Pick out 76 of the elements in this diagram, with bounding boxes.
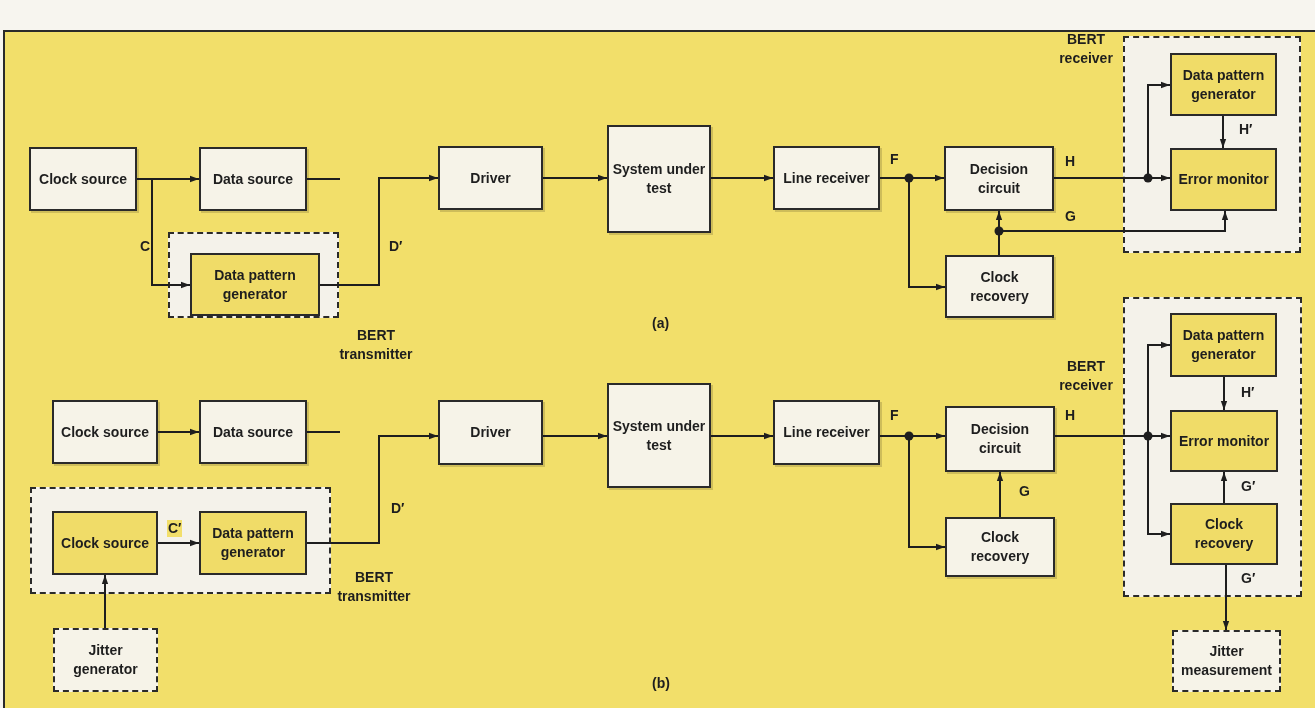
block-label: Error monitor [1177, 170, 1270, 189]
block-box [773, 146, 880, 210]
block-box [945, 255, 1054, 318]
block-label: Data pattern generator [1181, 65, 1266, 104]
block-label: Decision circuit [968, 159, 1030, 198]
block-box [199, 511, 307, 575]
arrow [1222, 564, 1230, 631]
region-label: BERT transmitter [336, 568, 412, 606]
dashed-region [1123, 297, 1302, 597]
block-box [199, 400, 307, 464]
region-label: BERT transmitter [338, 326, 414, 364]
figure-label: (b) [652, 675, 670, 691]
region-label: BERT receiver [1058, 357, 1114, 395]
arrow [542, 174, 608, 182]
arrow [1220, 376, 1228, 411]
block-label: Clock source [60, 533, 150, 553]
block-box [773, 400, 880, 465]
block-label: Data source [211, 422, 295, 442]
block-box [945, 517, 1055, 577]
figure-label: (a) [652, 315, 670, 331]
arrow [101, 574, 109, 629]
arrow [710, 432, 774, 440]
block-box [190, 253, 320, 316]
block-box [607, 125, 711, 233]
block-box [438, 146, 543, 210]
line [306, 178, 341, 180]
block-box [199, 147, 307, 211]
arrow [1220, 471, 1228, 504]
block-label: Line receiver [782, 423, 871, 442]
arrow [157, 539, 200, 547]
block-label: Decision circuit [969, 420, 1031, 458]
block-label: Data pattern generator [211, 524, 295, 562]
block-box [1170, 148, 1277, 211]
dashed-region [30, 487, 331, 594]
arrow [996, 471, 1004, 518]
arrow [157, 428, 200, 436]
arrow [306, 432, 439, 544]
block-label: Clock source [38, 169, 128, 189]
block-box [1170, 503, 1278, 565]
block-box [944, 146, 1054, 211]
block-label: Clock recovery [969, 267, 1030, 306]
block-label: Jitter generator [72, 641, 139, 679]
block-label: Data pattern generator [1181, 326, 1266, 364]
block-label: Clock recovery [1193, 515, 1255, 553]
block-box [438, 400, 543, 465]
block-label: System under test [611, 416, 707, 455]
block-label: Driver [469, 168, 512, 188]
dashed-box [53, 628, 158, 692]
dashed-region [168, 232, 339, 318]
arrow [710, 174, 774, 182]
block-box [1170, 410, 1278, 472]
block-box [945, 406, 1055, 472]
arrow [136, 178, 191, 289]
line [306, 431, 341, 433]
block-label: Line receiver [782, 168, 871, 188]
block-label: Clock recovery [969, 528, 1031, 566]
arrow [542, 432, 608, 440]
block-box [52, 511, 158, 575]
block-box [607, 383, 711, 488]
block-label: Jitter measurement [1179, 642, 1273, 680]
region-label: BERT receiver [1058, 30, 1114, 68]
block-label: Clock source [60, 422, 150, 442]
block-label: Data pattern generator [213, 265, 297, 304]
arrow [319, 174, 439, 286]
block-box [1170, 313, 1277, 377]
block-box [52, 400, 158, 464]
block-label: Error monitor [1177, 431, 1271, 451]
dashed-box [1172, 630, 1281, 692]
arrow [1219, 115, 1227, 149]
block-label: Driver [469, 423, 512, 442]
block-box [1170, 53, 1277, 116]
dashed-region [1123, 36, 1301, 253]
block-box [29, 147, 137, 211]
edge-label: C′ [167, 520, 183, 537]
block-label: System under test [611, 160, 707, 198]
block-label: Data source [211, 169, 295, 189]
